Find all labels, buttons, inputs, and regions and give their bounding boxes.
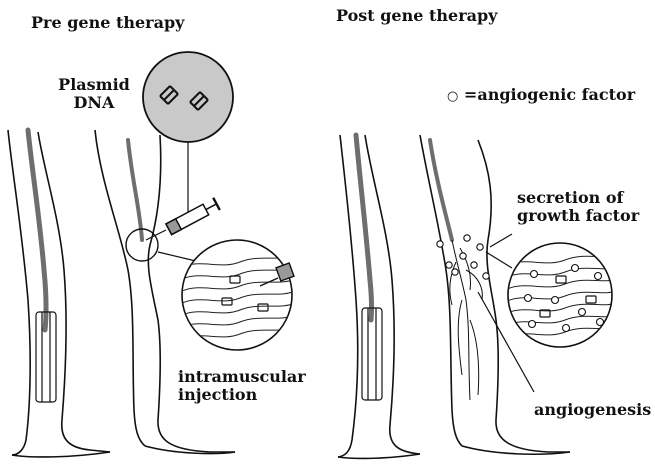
post-right-leg-vessel [430, 140, 452, 240]
secretion-line2: growth factor [517, 207, 639, 225]
magnifier-connector-right [486, 252, 512, 268]
post-therapy-heading: Post gene therapy [336, 7, 497, 25]
plasmid-dna-circle [143, 52, 233, 215]
muscle-magnifier-right [505, 243, 615, 347]
angiogenic-factor-legend-symbol: ○ [447, 89, 458, 104]
angiogenesis-label: angiogenesis [534, 401, 651, 419]
syringe-icon [146, 198, 220, 240]
intramuscular-line2: injection [178, 386, 306, 404]
intramuscular-injection-label: intramuscular injection [178, 368, 306, 404]
plasmid-label-line1: Plasmid [54, 76, 134, 94]
left-leg-outline [8, 130, 110, 457]
post-left-leg-outline [338, 135, 420, 458]
plasmid-dna-label: Plasmid DNA [54, 76, 134, 112]
secretion-arrow [490, 234, 512, 247]
angiogenic-factor-legend-text: =angiogenic factor [464, 85, 635, 104]
intramuscular-line1: intramuscular [178, 368, 306, 386]
secretion-growth-factor-label: secretion of growth factor [517, 189, 639, 225]
pre-therapy-heading: Pre gene therapy [31, 14, 184, 32]
post-left-leg-vessel [356, 135, 372, 320]
muscle-magnifier-left [180, 240, 295, 350]
secretion-line1: secretion of [517, 189, 639, 207]
angiogenic-factor-legend: ○ =angiogenic factor [447, 86, 635, 105]
plasmid-label-line2: DNA [54, 94, 134, 112]
right-leg-vessel [128, 140, 142, 240]
